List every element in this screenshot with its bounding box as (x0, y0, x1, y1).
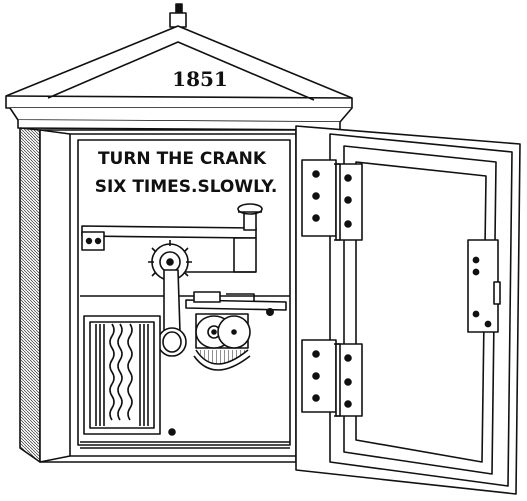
upper-hinge (301, 159, 363, 241)
top-knob (169, 3, 187, 28)
pediment-year: 1851 (172, 67, 228, 91)
lower-hinge (301, 339, 363, 417)
instruction-line-1: TURN THE CRANK (98, 149, 267, 169)
gear-wheel (148, 240, 192, 281)
crank-arm (157, 269, 187, 357)
door-latch (467, 239, 501, 333)
pediment (5, 25, 353, 131)
magnet-assembly (185, 291, 287, 371)
instruction-line-2: SIX TIMES.SLOWLY. (95, 177, 278, 197)
crank-bar (81, 203, 263, 273)
coil-panel (83, 315, 176, 436)
